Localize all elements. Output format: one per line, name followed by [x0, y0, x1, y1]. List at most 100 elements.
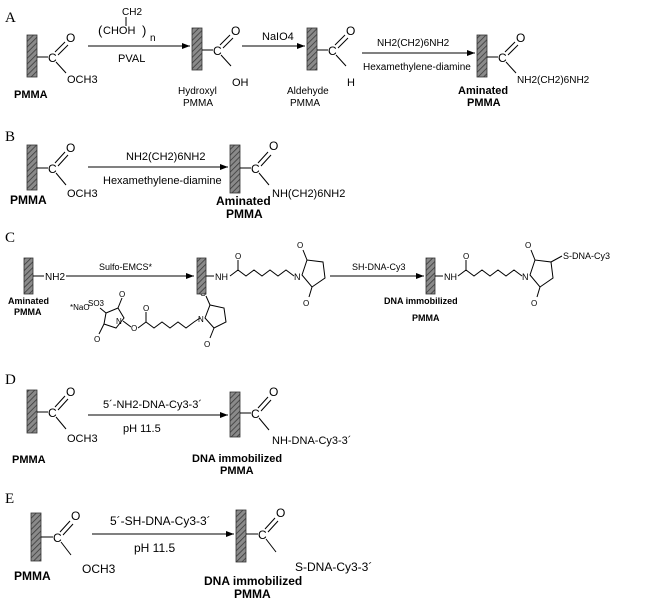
- oxygen-atom: O: [235, 252, 241, 261]
- bond: [122, 320, 132, 328]
- bond: [265, 538, 277, 553]
- repeat-subscript: n: [150, 33, 156, 44]
- carbon-atom: C: [53, 531, 62, 545]
- pmma-block: [26, 34, 38, 78]
- pmma-block: [229, 391, 241, 438]
- oxygen-atom: O: [531, 299, 537, 308]
- oxygen-atom: O: [66, 385, 75, 399]
- section-d-label: D: [5, 372, 16, 388]
- open-bracket: (: [98, 23, 103, 38]
- double-bond: [54, 395, 66, 408]
- dna-immobilized-label: DNA immobilized: [192, 453, 282, 465]
- nh2-dna-reagent: 5´-NH2-DNA-Cy3-3´: [103, 399, 202, 411]
- maleimide-ring: [204, 304, 227, 329]
- dna-immobilized-label: DNA immobilized: [384, 296, 458, 306]
- nitrogen-atom: N: [522, 272, 529, 282]
- ph-condition: pH 11.5: [123, 423, 161, 435]
- sodium-salt: *NaO: [70, 303, 90, 312]
- bond: [258, 417, 270, 431]
- sh-dna-cy3-label: SH-DNA-Cy3: [352, 262, 406, 272]
- carbon-atom: C: [251, 162, 260, 176]
- pmma-block: [191, 27, 203, 71]
- succinimide-ring: [529, 259, 554, 288]
- dna-immobilized-pmma-label: PMMA: [220, 465, 254, 477]
- section-a-label: A: [5, 10, 16, 26]
- double-bond: [57, 398, 69, 411]
- aminated-label: Aminated: [216, 194, 271, 208]
- pval-top-group: CH2: [122, 7, 142, 18]
- diamine-formula: NH2(CH2)6NH2: [377, 38, 450, 49]
- pmma-label: PMMA: [14, 569, 51, 583]
- thioester-dna-group: S-DNA-Cy3-3´: [295, 560, 372, 574]
- section-e-label: E: [5, 491, 14, 507]
- double-bond: [264, 517, 276, 530]
- carbon-atom: C: [48, 406, 57, 420]
- methoxy-group: OCH3: [67, 188, 98, 200]
- oxygen-atom: O: [269, 139, 278, 153]
- hydroxyl-pmma-label: PMMA: [183, 98, 213, 109]
- carbon-atom: C: [48, 51, 57, 65]
- sulfo-emcs-label: Sulfo-EMCS*: [99, 262, 153, 272]
- pmma-label: PMMA: [12, 454, 46, 466]
- double-bond: [507, 44, 519, 56]
- bond: [530, 249, 536, 261]
- amide-nh: NH: [444, 272, 457, 282]
- double-bond: [260, 399, 272, 412]
- carbon-atom: C: [258, 528, 267, 542]
- double-bond: [504, 41, 516, 53]
- pmma-block: [26, 144, 38, 191]
- methoxy-group: OCH3: [67, 74, 98, 86]
- double-bond: [219, 34, 231, 46]
- pmma-label: PMMA: [10, 193, 47, 207]
- carbon-atom: C: [48, 162, 57, 176]
- sulfonate-group: SO3: [88, 299, 105, 308]
- oxygen-atom: O: [516, 31, 525, 45]
- oxygen-atom: O: [119, 290, 125, 299]
- double-bond: [334, 34, 346, 46]
- aminated-label: Aminated: [8, 296, 49, 306]
- close-bracket: ): [142, 23, 146, 38]
- pmma-block: [30, 512, 42, 562]
- bond: [117, 297, 123, 309]
- oxygen-atom: O: [71, 509, 80, 523]
- double-bond: [62, 523, 74, 536]
- pmma-block: [235, 509, 247, 563]
- bond: [55, 61, 67, 74]
- bond: [536, 286, 541, 298]
- pmma-block: [23, 257, 34, 295]
- alkyl-chain: [229, 269, 295, 277]
- bond: [60, 541, 72, 556]
- hydroxyl-label: Hydroxyl: [178, 86, 217, 97]
- oxygen-atom: O: [94, 335, 100, 344]
- sulfo-emcs-structure: *NaO SO3 O O N O O N O O: [70, 289, 227, 349]
- pmma-block: [425, 257, 436, 295]
- carbon-atom: C: [251, 407, 260, 421]
- diamine-formula: NH2(CH2)6NH2: [126, 151, 205, 163]
- methoxy-group: OCH3: [82, 562, 116, 576]
- bond: [308, 286, 313, 298]
- diamine-name: Hexamethylene-diamine: [363, 62, 471, 73]
- nitrogen-atom: N: [294, 272, 301, 282]
- oxygen-atom: O: [143, 304, 149, 313]
- nitrogen-atom: N: [116, 317, 122, 326]
- bond: [302, 249, 308, 261]
- carbon-atom: C: [328, 44, 337, 58]
- double-bond: [257, 151, 269, 164]
- section-c: C NH2 Aminated PMMA Sulfo-EMCS* *NaO SO3…: [5, 230, 610, 349]
- aldehyde-label: Aldehyde: [287, 86, 329, 97]
- oxygen-atom: O: [297, 241, 303, 250]
- aminated-pmma-label: PMMA: [14, 307, 42, 317]
- double-bond: [222, 37, 234, 49]
- bond: [205, 295, 211, 306]
- thioether-dna-group: S-DNA-Cy3: [563, 251, 610, 261]
- diamine-name: Hexamethylene-diamine: [103, 175, 222, 187]
- section-d: D C O OCH3 PMMA 5´-NH2-DNA-Cy3-3´ pH 11.…: [5, 372, 351, 477]
- oxygen-atom: O: [525, 241, 531, 250]
- oxygen-atom: O: [346, 24, 355, 38]
- oxygen-atom: O: [66, 31, 75, 45]
- alkyl-chain: [457, 269, 523, 277]
- bond: [98, 323, 105, 335]
- maleimide-ring: [301, 259, 326, 288]
- double-bond: [257, 396, 269, 409]
